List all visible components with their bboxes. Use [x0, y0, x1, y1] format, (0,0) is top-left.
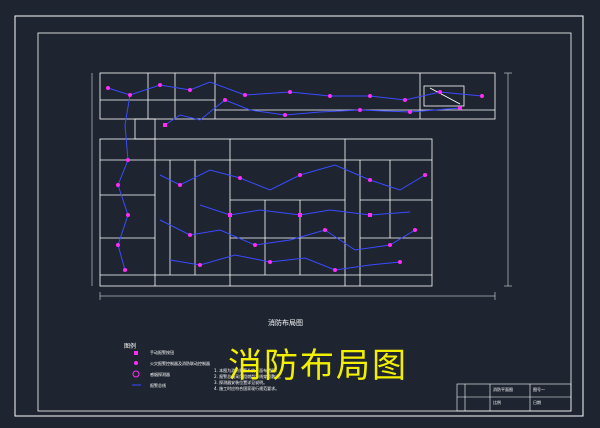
legend-heading: 图例 [124, 343, 137, 350]
legend-label: 报警总线 [150, 383, 166, 388]
title-block-scale: 比例 [493, 400, 501, 405]
title-block-drawing-name: 消防平面图 [493, 387, 513, 392]
drawing-title: 消防布局图 [228, 346, 408, 386]
title-block-date: 日期 [533, 400, 541, 405]
note-line: 3. 探测器安装位置详见说明。 [214, 380, 268, 385]
legend-item-smoke-detector: 感烟探测器 [130, 372, 170, 378]
note-line: 2. 报警总线采用阻燃型导线穿管敷设。 [214, 374, 284, 379]
title-block-sheet: 图号一 [533, 387, 545, 392]
alarm-devices [106, 83, 484, 272]
legend-item-manual-button: 手动报警按钮 [130, 350, 174, 356]
legend-label: 火灾报警控制器及消防联动控制器 [150, 361, 210, 366]
legend-symbols [132, 351, 141, 386]
top-wing [99, 72, 496, 120]
inner-frame [37, 32, 572, 412]
outer-frame [14, 15, 584, 417]
legend-label: 感烟探测器 [150, 372, 170, 377]
plan-caption: 消防布局图 [268, 319, 303, 327]
legend-item-controller: 火灾报警控制器及消防联动控制器 [130, 361, 210, 367]
main-wing [99, 138, 433, 287]
legend-label: 手动报警按钮 [150, 350, 174, 355]
design-notes: 1. 本图为消防报警系统平面布置图。 2. 报警总线采用阻燃型导线穿管敷设。 3… [214, 368, 283, 392]
legend-item-bus-line: 报警总线 [130, 383, 166, 389]
title-block [456, 383, 572, 412]
dimension-lines [91, 72, 512, 300]
note-line: 1. 本图为消防报警系统平面布置图。 [214, 368, 280, 373]
floor-plan [99, 72, 496, 287]
note-line: 4. 施工时应符合国家现行规范要求。 [214, 386, 280, 391]
